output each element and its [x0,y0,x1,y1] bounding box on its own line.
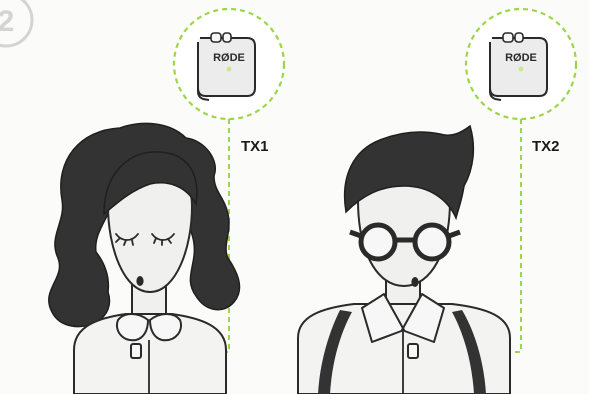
tx1-clip-on-mic [131,344,141,358]
tx1-brand-logo: RØDE [213,52,245,64]
man-figure [298,126,510,394]
tx2-status-led [519,67,524,72]
tx2-label: TX2 [532,138,560,155]
tx2-clip-on-mic [408,344,418,358]
step-badge: 2 [0,0,32,46]
tx1-transmitter-icon: RØDE [198,33,255,100]
tx2-transmitter-icon: RØDE [490,33,547,100]
tx2-brand-logo: RØDE [505,52,537,64]
step-number: 2 [0,5,14,38]
woman-figure [49,123,240,394]
tx1-label: TX1 [241,138,269,155]
tx1-status-led [227,67,232,72]
man-mouth [411,277,418,287]
woman-mouth [136,276,143,286]
